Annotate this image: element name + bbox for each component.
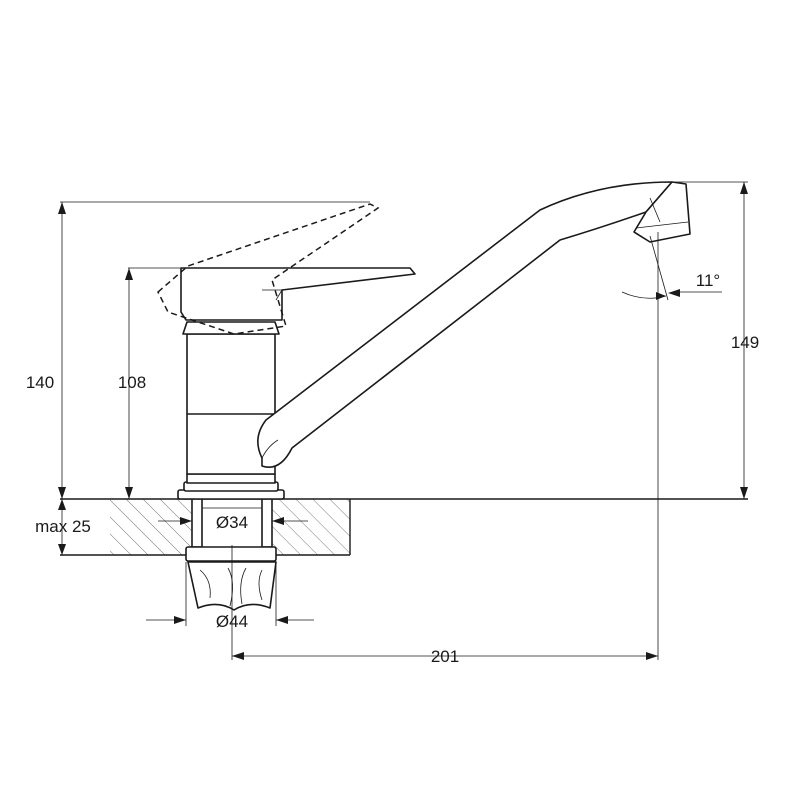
countertop-section xyxy=(60,498,748,556)
lever-height-label: 108 xyxy=(118,373,146,392)
spout-reach-label: 201 xyxy=(431,647,459,666)
lever-raised-outline xyxy=(157,203,380,335)
mount-thickness-label: max 25 xyxy=(35,517,91,536)
faucet-body xyxy=(182,321,280,475)
spout-angle-label: 11° xyxy=(696,271,720,290)
faucet-base xyxy=(177,473,285,500)
dimension-max-25: max 25 xyxy=(35,499,91,555)
mounting-shank xyxy=(185,498,277,562)
base-diameter-label: Ø44 xyxy=(216,612,248,631)
dimension-201: 201 xyxy=(232,647,658,666)
dimension-angle-11: 11° xyxy=(621,235,722,301)
dimension-diameter-34: Ø34 xyxy=(158,513,308,532)
spout xyxy=(257,181,691,468)
overall-height-label: 140 xyxy=(26,373,54,392)
lever-handle xyxy=(180,267,416,321)
extension-lines xyxy=(60,181,748,660)
shank-diameter-label: Ø34 xyxy=(216,513,248,532)
spout-height-label: 149 xyxy=(731,333,759,352)
dimension-diameter-44: Ø44 xyxy=(146,562,314,631)
dimension-140: 140 xyxy=(26,202,66,499)
dimension-149: 149 xyxy=(731,182,759,499)
dimension-108: 108 xyxy=(118,268,146,499)
